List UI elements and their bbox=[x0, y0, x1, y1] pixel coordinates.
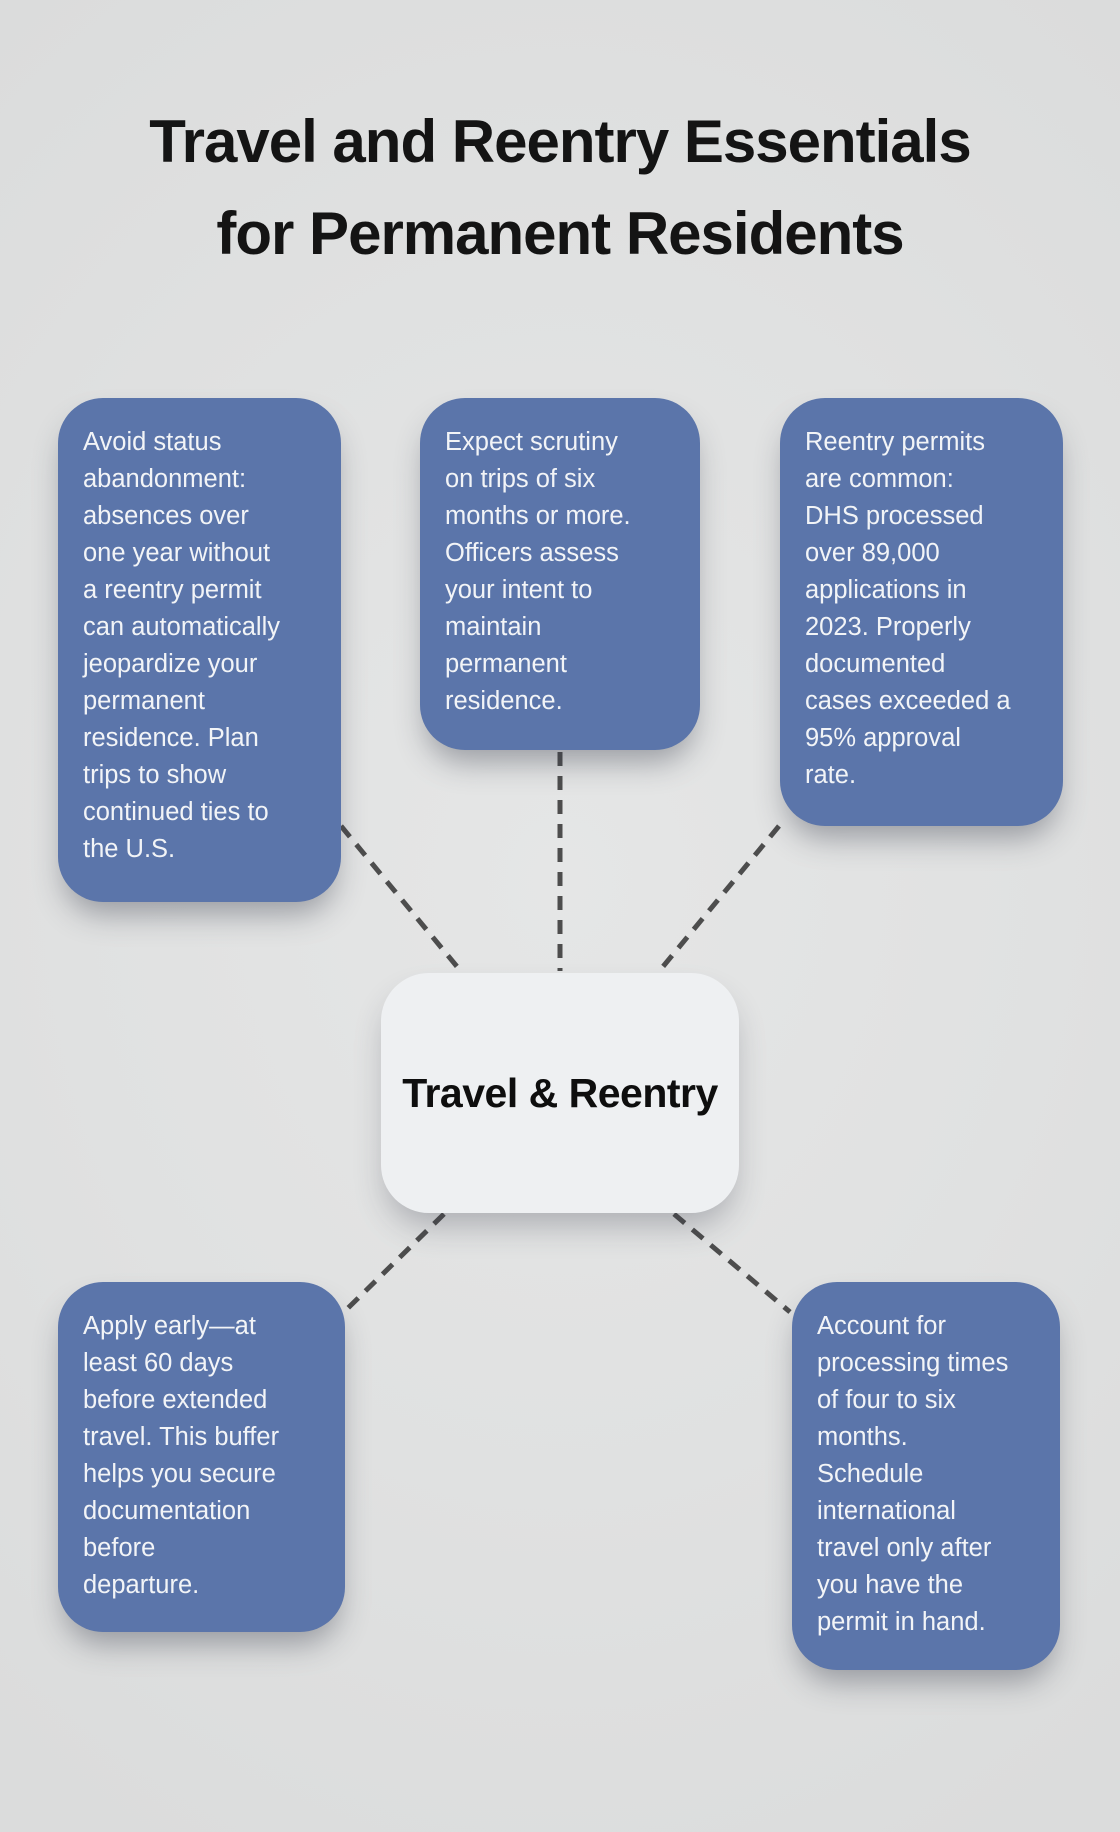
page-title: Travel and Reentry Essentials for Perman… bbox=[149, 108, 971, 267]
node-apply-early: Apply early—at least 60 days before exte… bbox=[58, 1282, 345, 1632]
node-trip-scrutiny: Expect scrutiny on trips of six months o… bbox=[420, 398, 700, 750]
node-avoid-abandonment-text: Avoid status abandonment: absences over … bbox=[83, 428, 281, 863]
connector-bottom-right bbox=[672, 1212, 792, 1314]
node-permits-common: Reentry permits are common: DHS processe… bbox=[780, 398, 1063, 826]
node-apply-early-text: Apply early—at least 60 days before exte… bbox=[83, 1312, 280, 1599]
connector-top-right bbox=[659, 824, 781, 971]
node-avoid-abandonment: Avoid status abandonment: absences over … bbox=[58, 398, 341, 902]
connector-bottom-left bbox=[344, 1212, 446, 1312]
center-node-travel-reentry: Travel & Reentry bbox=[381, 973, 739, 1213]
center-node-label: Travel & Reentry bbox=[402, 1069, 718, 1116]
node-processing-times-text: Account for processing times of four to … bbox=[817, 1312, 1009, 1636]
node-permits-common-text: Reentry permits are common: DHS processe… bbox=[805, 428, 1011, 789]
node-trip-scrutiny-text: Expect scrutiny on trips of six months o… bbox=[445, 428, 631, 715]
node-processing-times: Account for processing times of four to … bbox=[792, 1282, 1060, 1670]
connector-top-left bbox=[339, 824, 461, 971]
